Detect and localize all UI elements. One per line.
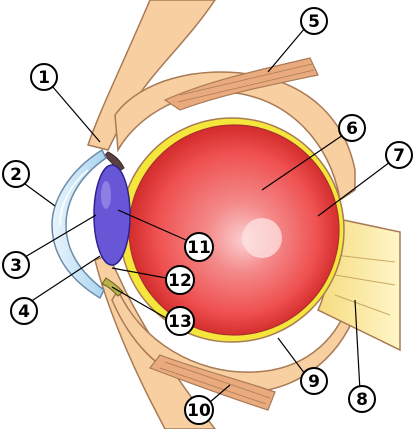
label-2-text: 2: [10, 165, 22, 185]
lens: [94, 165, 130, 265]
label-4-text: 4: [18, 302, 30, 322]
label-13-text: 13: [168, 312, 192, 332]
lens-highlight: [101, 181, 111, 209]
label-8-text: 8: [356, 390, 368, 410]
vitreous-highlight: [242, 218, 282, 258]
eyeball-interior: [129, 125, 339, 335]
label-9-text: 9: [308, 372, 320, 392]
label-6-text: 6: [346, 119, 358, 139]
label-10-text: 10: [187, 401, 211, 421]
label-11-text: 11: [187, 238, 211, 258]
label-1: 1: [31, 64, 100, 142]
label-2: 2: [3, 161, 55, 206]
label-3-text: 3: [10, 256, 22, 276]
label-10: 10: [185, 385, 230, 424]
label-5-text: 5: [308, 12, 320, 32]
label-7-text: 7: [393, 146, 405, 166]
label-12-text: 12: [168, 271, 192, 291]
label-1-text: 1: [38, 68, 50, 88]
